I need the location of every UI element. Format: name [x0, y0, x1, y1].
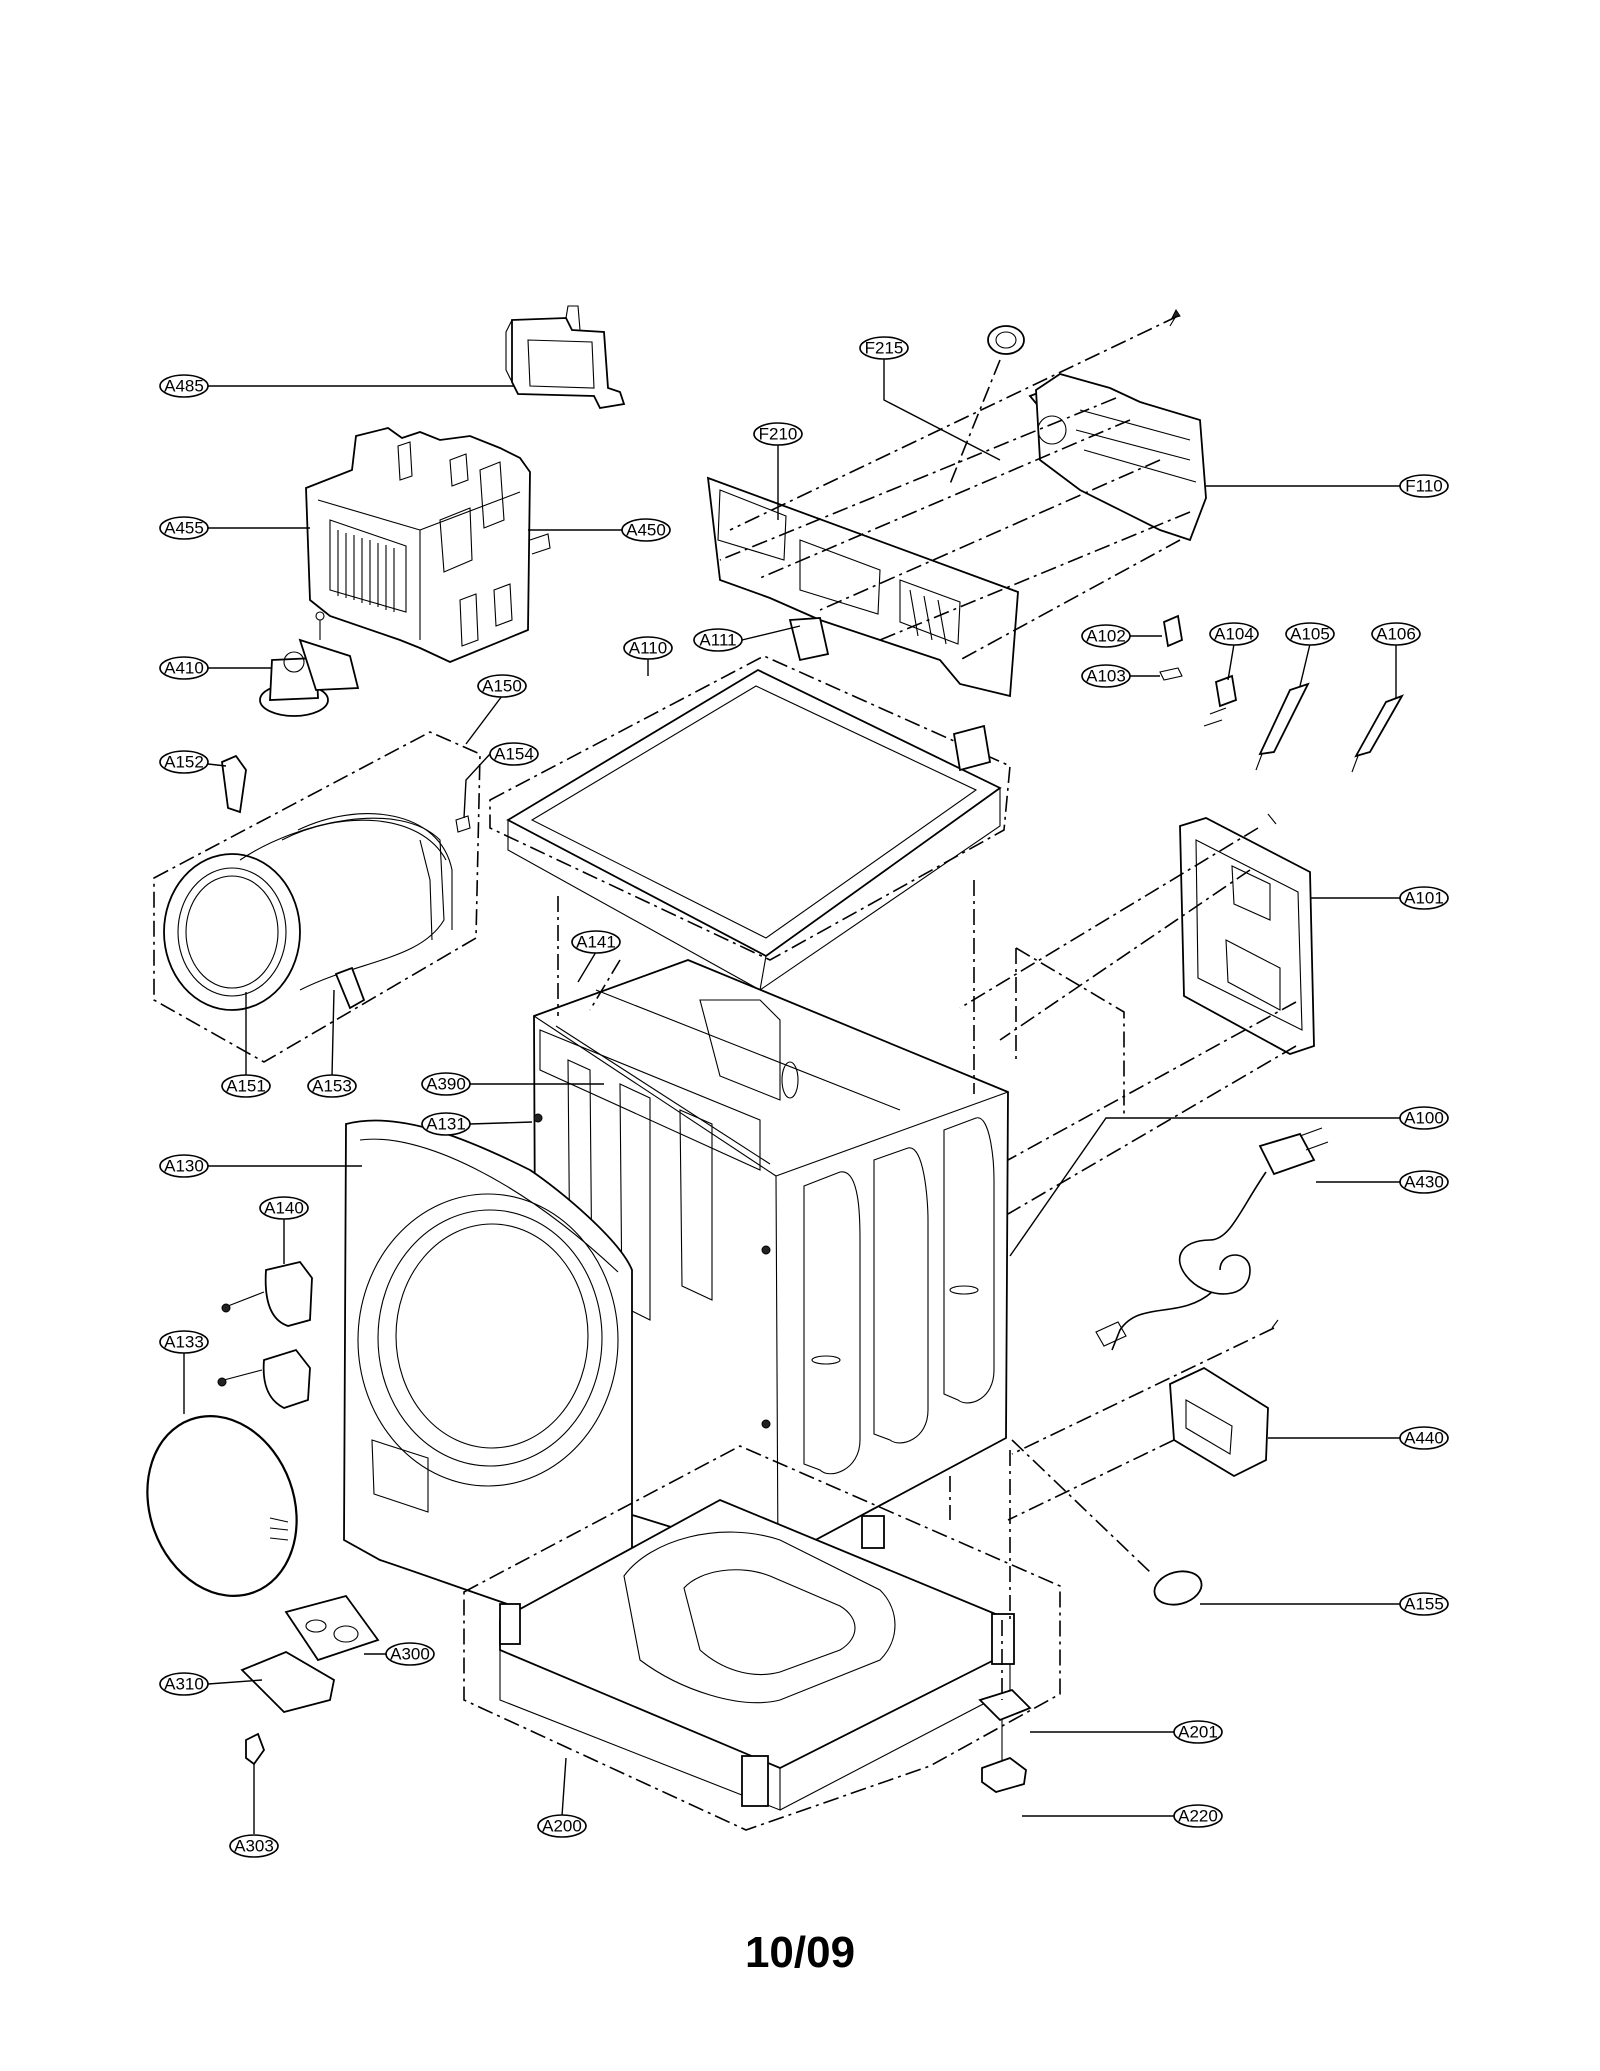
svg-text:A430: A430	[1404, 1173, 1444, 1192]
svg-text:A485: A485	[164, 377, 204, 396]
callout-a106: A106	[1371, 622, 1421, 698]
svg-text:A133: A133	[164, 1333, 204, 1352]
svg-text:A390: A390	[426, 1075, 466, 1094]
svg-text:A155: A155	[1404, 1595, 1444, 1614]
callout-a440: A440	[1268, 1426, 1449, 1450]
callout-a141: A141	[571, 930, 621, 983]
svg-text:A455: A455	[164, 519, 204, 538]
svg-text:A200: A200	[542, 1817, 582, 1836]
part-a200-base	[463, 1445, 1061, 1831]
callout-a200: A200	[537, 1757, 587, 1838]
svg-text:A153: A153	[312, 1077, 352, 1096]
callout-f215: F215	[859, 336, 1001, 461]
callout-a410: A410	[159, 656, 272, 680]
callout-a130: A130	[159, 1154, 362, 1178]
callout-a154: A154	[463, 742, 539, 819]
callout-a104: A104	[1209, 622, 1259, 681]
svg-text:A130: A130	[164, 1157, 204, 1176]
part-control-panel	[706, 309, 1207, 698]
svg-text:A100: A100	[1404, 1109, 1444, 1128]
part-a410-switch	[259, 611, 360, 717]
svg-text:F210: F210	[759, 425, 798, 444]
callout-a303: A303	[229, 1764, 279, 1858]
svg-text:A102: A102	[1086, 627, 1126, 646]
callout-a102: A102	[1081, 624, 1162, 648]
callout-a455: A455	[159, 516, 310, 540]
part-a450-a455-pcb-housing	[305, 427, 551, 663]
callout-a153: A153	[307, 989, 357, 1098]
callout-a201: A201	[1030, 1720, 1223, 1744]
svg-text:A154: A154	[494, 745, 534, 764]
svg-text:F215: F215	[865, 339, 904, 358]
part-door-assembly	[153, 731, 481, 1063]
part-a485-cover	[505, 305, 626, 409]
callout-f210: F210	[753, 422, 803, 520]
svg-text:A300: A300	[390, 1645, 430, 1664]
svg-text:A303: A303	[234, 1837, 274, 1856]
callout-a110: A110	[623, 636, 673, 676]
part-a110-top-frame	[489, 617, 1011, 991]
svg-text:A141: A141	[576, 933, 616, 952]
projection-lines	[557, 315, 1297, 1700]
callout-a430: A430	[1316, 1170, 1449, 1194]
callout-a450: A450	[528, 518, 671, 542]
callout-a310: A310	[159, 1672, 263, 1696]
svg-text:A150: A150	[482, 677, 522, 696]
callout-a105: A105	[1285, 622, 1335, 687]
part-a100-cabinet	[533, 959, 1009, 1561]
part-a440-door-lock	[1169, 1319, 1279, 1478]
callout-a131: A131	[421, 1112, 533, 1136]
svg-text:A104: A104	[1214, 625, 1254, 644]
callout-a103: A103	[1081, 664, 1160, 688]
callout-a150: A150	[465, 674, 527, 745]
svg-text:A410: A410	[164, 659, 204, 678]
part-a101-rear-panel	[1179, 813, 1315, 1055]
svg-text:A151: A151	[226, 1077, 266, 1096]
svg-text:F110: F110	[1405, 477, 1443, 496]
part-a140-hinges	[217, 1260, 313, 1409]
part-a133-ring	[146, 1415, 298, 1597]
svg-text:A440: A440	[1404, 1429, 1444, 1448]
svg-text:A110: A110	[629, 639, 667, 658]
callout-a152: A152	[159, 750, 227, 774]
callout-a155: A155	[1200, 1592, 1449, 1616]
callout-f110: F110	[1206, 474, 1449, 498]
svg-text:A201: A201	[1178, 1723, 1218, 1742]
svg-text:A111: A111	[699, 631, 736, 650]
callout-a300: A300	[364, 1642, 435, 1666]
svg-text:A131: A131	[426, 1115, 466, 1134]
part-a201-a220-foot	[978, 1688, 1032, 1793]
callout-a101: A101	[1310, 886, 1449, 910]
svg-text:A152: A152	[164, 753, 204, 772]
callout-a111: A111	[693, 625, 801, 652]
svg-text:A105: A105	[1290, 625, 1330, 644]
svg-text:A103: A103	[1086, 667, 1126, 686]
svg-text:A101: A101	[1404, 889, 1444, 908]
svg-text:A140: A140	[264, 1199, 304, 1218]
part-a300-service-cover	[240, 1594, 380, 1766]
page-number: 10/09	[744, 1928, 856, 1977]
svg-text:A220: A220	[1178, 1807, 1218, 1826]
part-a430-power-cord	[1095, 1127, 1329, 1351]
svg-text:A310: A310	[164, 1675, 204, 1694]
callout-a220: A220	[1022, 1804, 1223, 1828]
callout-a133: A133	[159, 1330, 209, 1414]
callout-a151: A151	[221, 992, 271, 1098]
part-small-fittings	[1159, 614, 1405, 773]
part-a155-bumper	[1153, 1570, 1203, 1606]
svg-text:A450: A450	[626, 521, 666, 540]
callout-a140: A140	[259, 1196, 309, 1264]
callout-a100: A100	[1009, 1106, 1449, 1257]
svg-text:A106: A106	[1376, 625, 1416, 644]
callout-a485: A485	[159, 374, 514, 398]
callout-a390: A390	[421, 1072, 604, 1096]
